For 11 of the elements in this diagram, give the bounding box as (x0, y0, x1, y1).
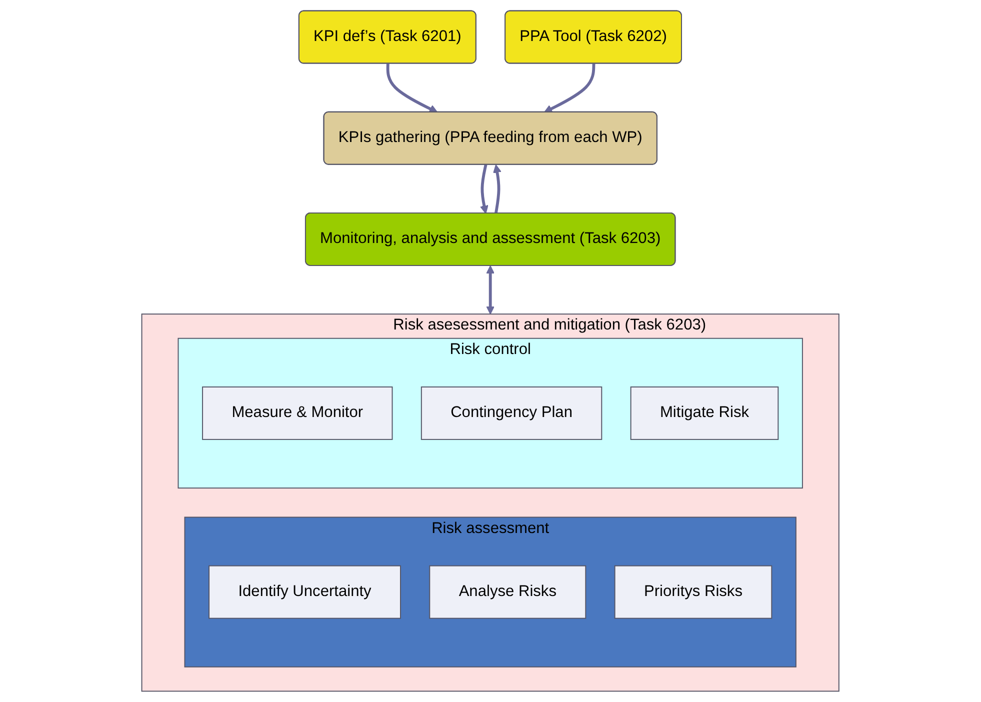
arrow (486, 265, 495, 314)
node-box: Mitigate Risk (630, 386, 779, 440)
node-box: Measure & Monitor (202, 386, 393, 440)
node-box: Analyse Risks (429, 565, 586, 619)
node-box: Contingency Plan (421, 386, 602, 440)
arrow (493, 164, 502, 214)
arrow (386, 64, 438, 113)
arrow (544, 64, 596, 113)
node-box: Prioritys Risks (614, 565, 772, 619)
node-box: Identify Uncertainty (208, 565, 402, 619)
arrow (480, 164, 489, 214)
